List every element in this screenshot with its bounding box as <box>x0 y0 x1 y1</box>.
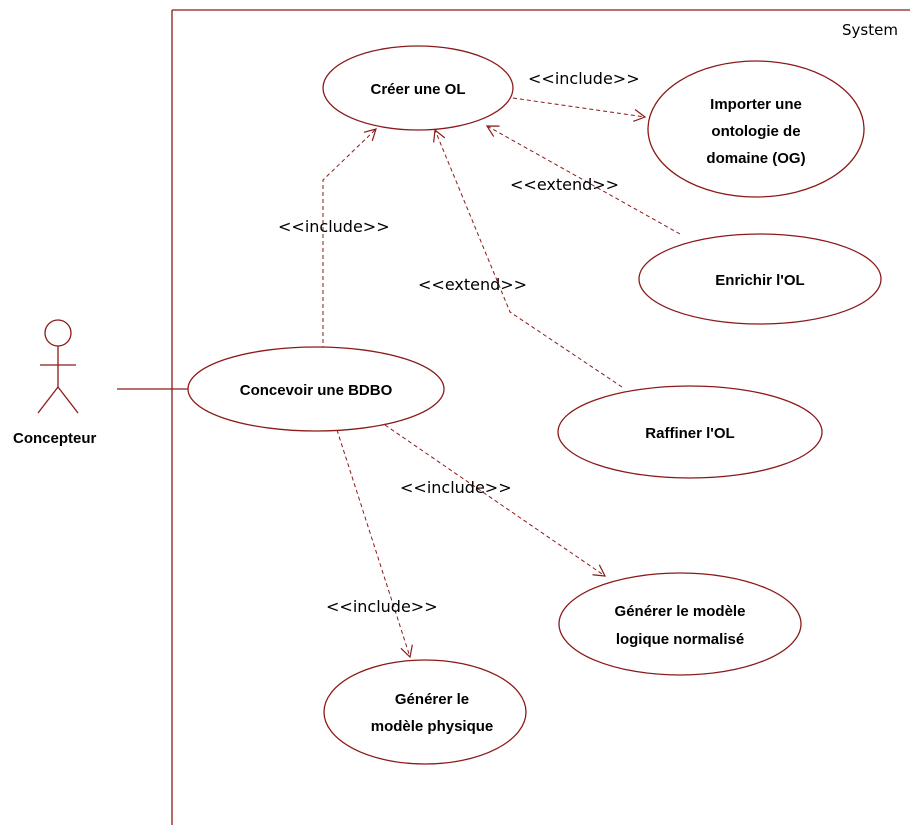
usecase-generer-physique[interactable]: Générer le modèle physique <box>323 659 527 765</box>
edge-concevoir-include-creer <box>322 128 377 350</box>
usecase-label-line-1: Générer le modèle <box>615 603 746 620</box>
actor-name: Concepteur <box>13 430 97 447</box>
usecase-label: Enrichir l'OL <box>715 272 804 289</box>
label-include-importer: <<include>> <box>528 69 640 88</box>
actor-concepteur[interactable]: Concepteur <box>13 319 97 447</box>
system-boundary: System <box>171 9 910 825</box>
usecase-label-line-1: Importer une <box>710 96 802 113</box>
usecase-generer-logique[interactable]: Générer le modèle logique normalisé <box>558 572 802 676</box>
usecase-label-line-2: modèle physique <box>371 718 494 735</box>
stick-figure-icon <box>37 319 79 414</box>
usecase-label-line-2: ontologie de <box>711 123 800 140</box>
usecase-concevoir-bdbo[interactable]: Concevoir une BDBO <box>187 346 445 432</box>
usecase-label: Créer une OL <box>370 81 465 98</box>
usecase-raffiner-ol[interactable]: Raffiner l'OL <box>557 385 823 479</box>
label-include-creer: <<include>> <box>278 217 390 236</box>
usecase-label: Raffiner l'OL <box>645 425 734 442</box>
usecase-creer-ol[interactable]: Créer une OL <box>322 45 514 131</box>
edge-concevoir-include-physique <box>336 429 413 659</box>
usecase-label-line-1: Générer le <box>395 691 469 708</box>
label-extend-raffiner: <<extend>> <box>418 275 527 294</box>
edge-creer-include-importer <box>512 97 647 122</box>
label-include-logique: <<include>> <box>400 478 512 497</box>
label-include-physique: <<include>> <box>326 597 438 616</box>
edge-raffiner-extend-creer <box>433 128 623 388</box>
edge-enrichir-extend-creer <box>485 125 681 235</box>
usecase-label: Concevoir une BDBO <box>240 382 393 399</box>
usecase-label-line-3: domaine (OG) <box>706 150 805 167</box>
edge-concevoir-include-logique <box>384 424 607 577</box>
label-extend-enrichir: <<extend>> <box>510 175 619 194</box>
usecase-label-line-2: logique normalisé <box>616 631 744 648</box>
usecase-importer-og[interactable]: Importer une ontologie de domaine (OG) <box>647 60 865 198</box>
system-label: System <box>842 21 898 39</box>
usecase-enrichir-ol[interactable]: Enrichir l'OL <box>638 233 882 325</box>
